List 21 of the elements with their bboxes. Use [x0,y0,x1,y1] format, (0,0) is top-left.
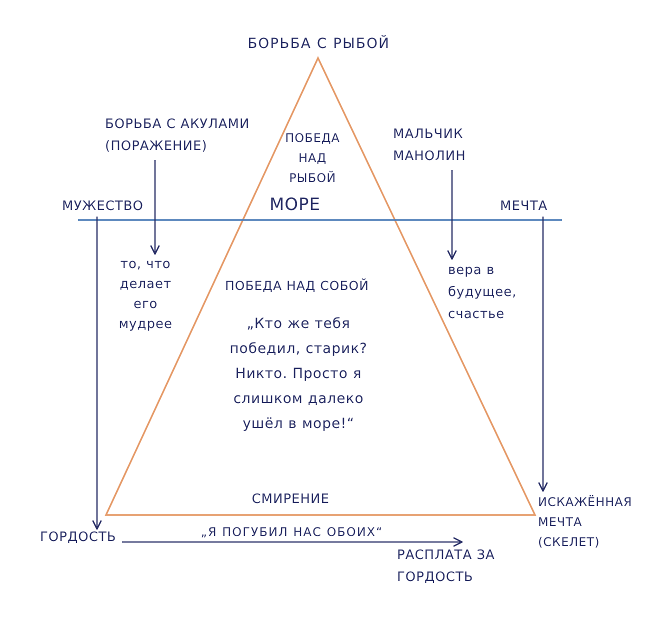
concept-label: СМИРЕНИЕ [251,492,330,508]
arrow [447,170,457,260]
arrow [122,537,463,547]
arrow [150,160,160,255]
concept-label: БОРЬБА С АКУЛАМИ (ПОРАЖЕНИЕ) [105,114,251,158]
arrow [92,216,102,530]
concept-label: МУЖЕСТВО [62,199,145,215]
quote-text: „Кто же тебя победил, старик? Никто. Просто я слишком далеко ушёл в море!“ [229,315,368,434]
apex-label: БОРЬБА С РЫБОЙ [246,36,391,53]
edge-label: „Я ПОГУБИЛ НАС ОБОИХ“ [200,524,384,539]
concept-label: ПОБЕДА НАД СОБОЙ [224,278,370,293]
concept-label: ПОБЕДА НАД РЫБОЙ [284,130,341,187]
concept-label: ГОРДОСТЬ [40,530,118,546]
concept-label: РАСПЛАТА ЗА ГОРДОСТЬ [397,545,496,589]
sea-label: МОРЕ [268,195,322,216]
concept-label: МАЛЬЧИК МАНОЛИН [393,124,467,168]
note-text: вера в будущее, счастье [448,260,518,326]
concept-label: МЕЧТА [500,199,549,215]
note-text: то, что делает его мудрее [118,255,174,335]
arrow [538,216,548,492]
concept-label: ИСКАЖЁННАЯ МЕЧТА (СКЕЛЕТ) [538,492,634,552]
